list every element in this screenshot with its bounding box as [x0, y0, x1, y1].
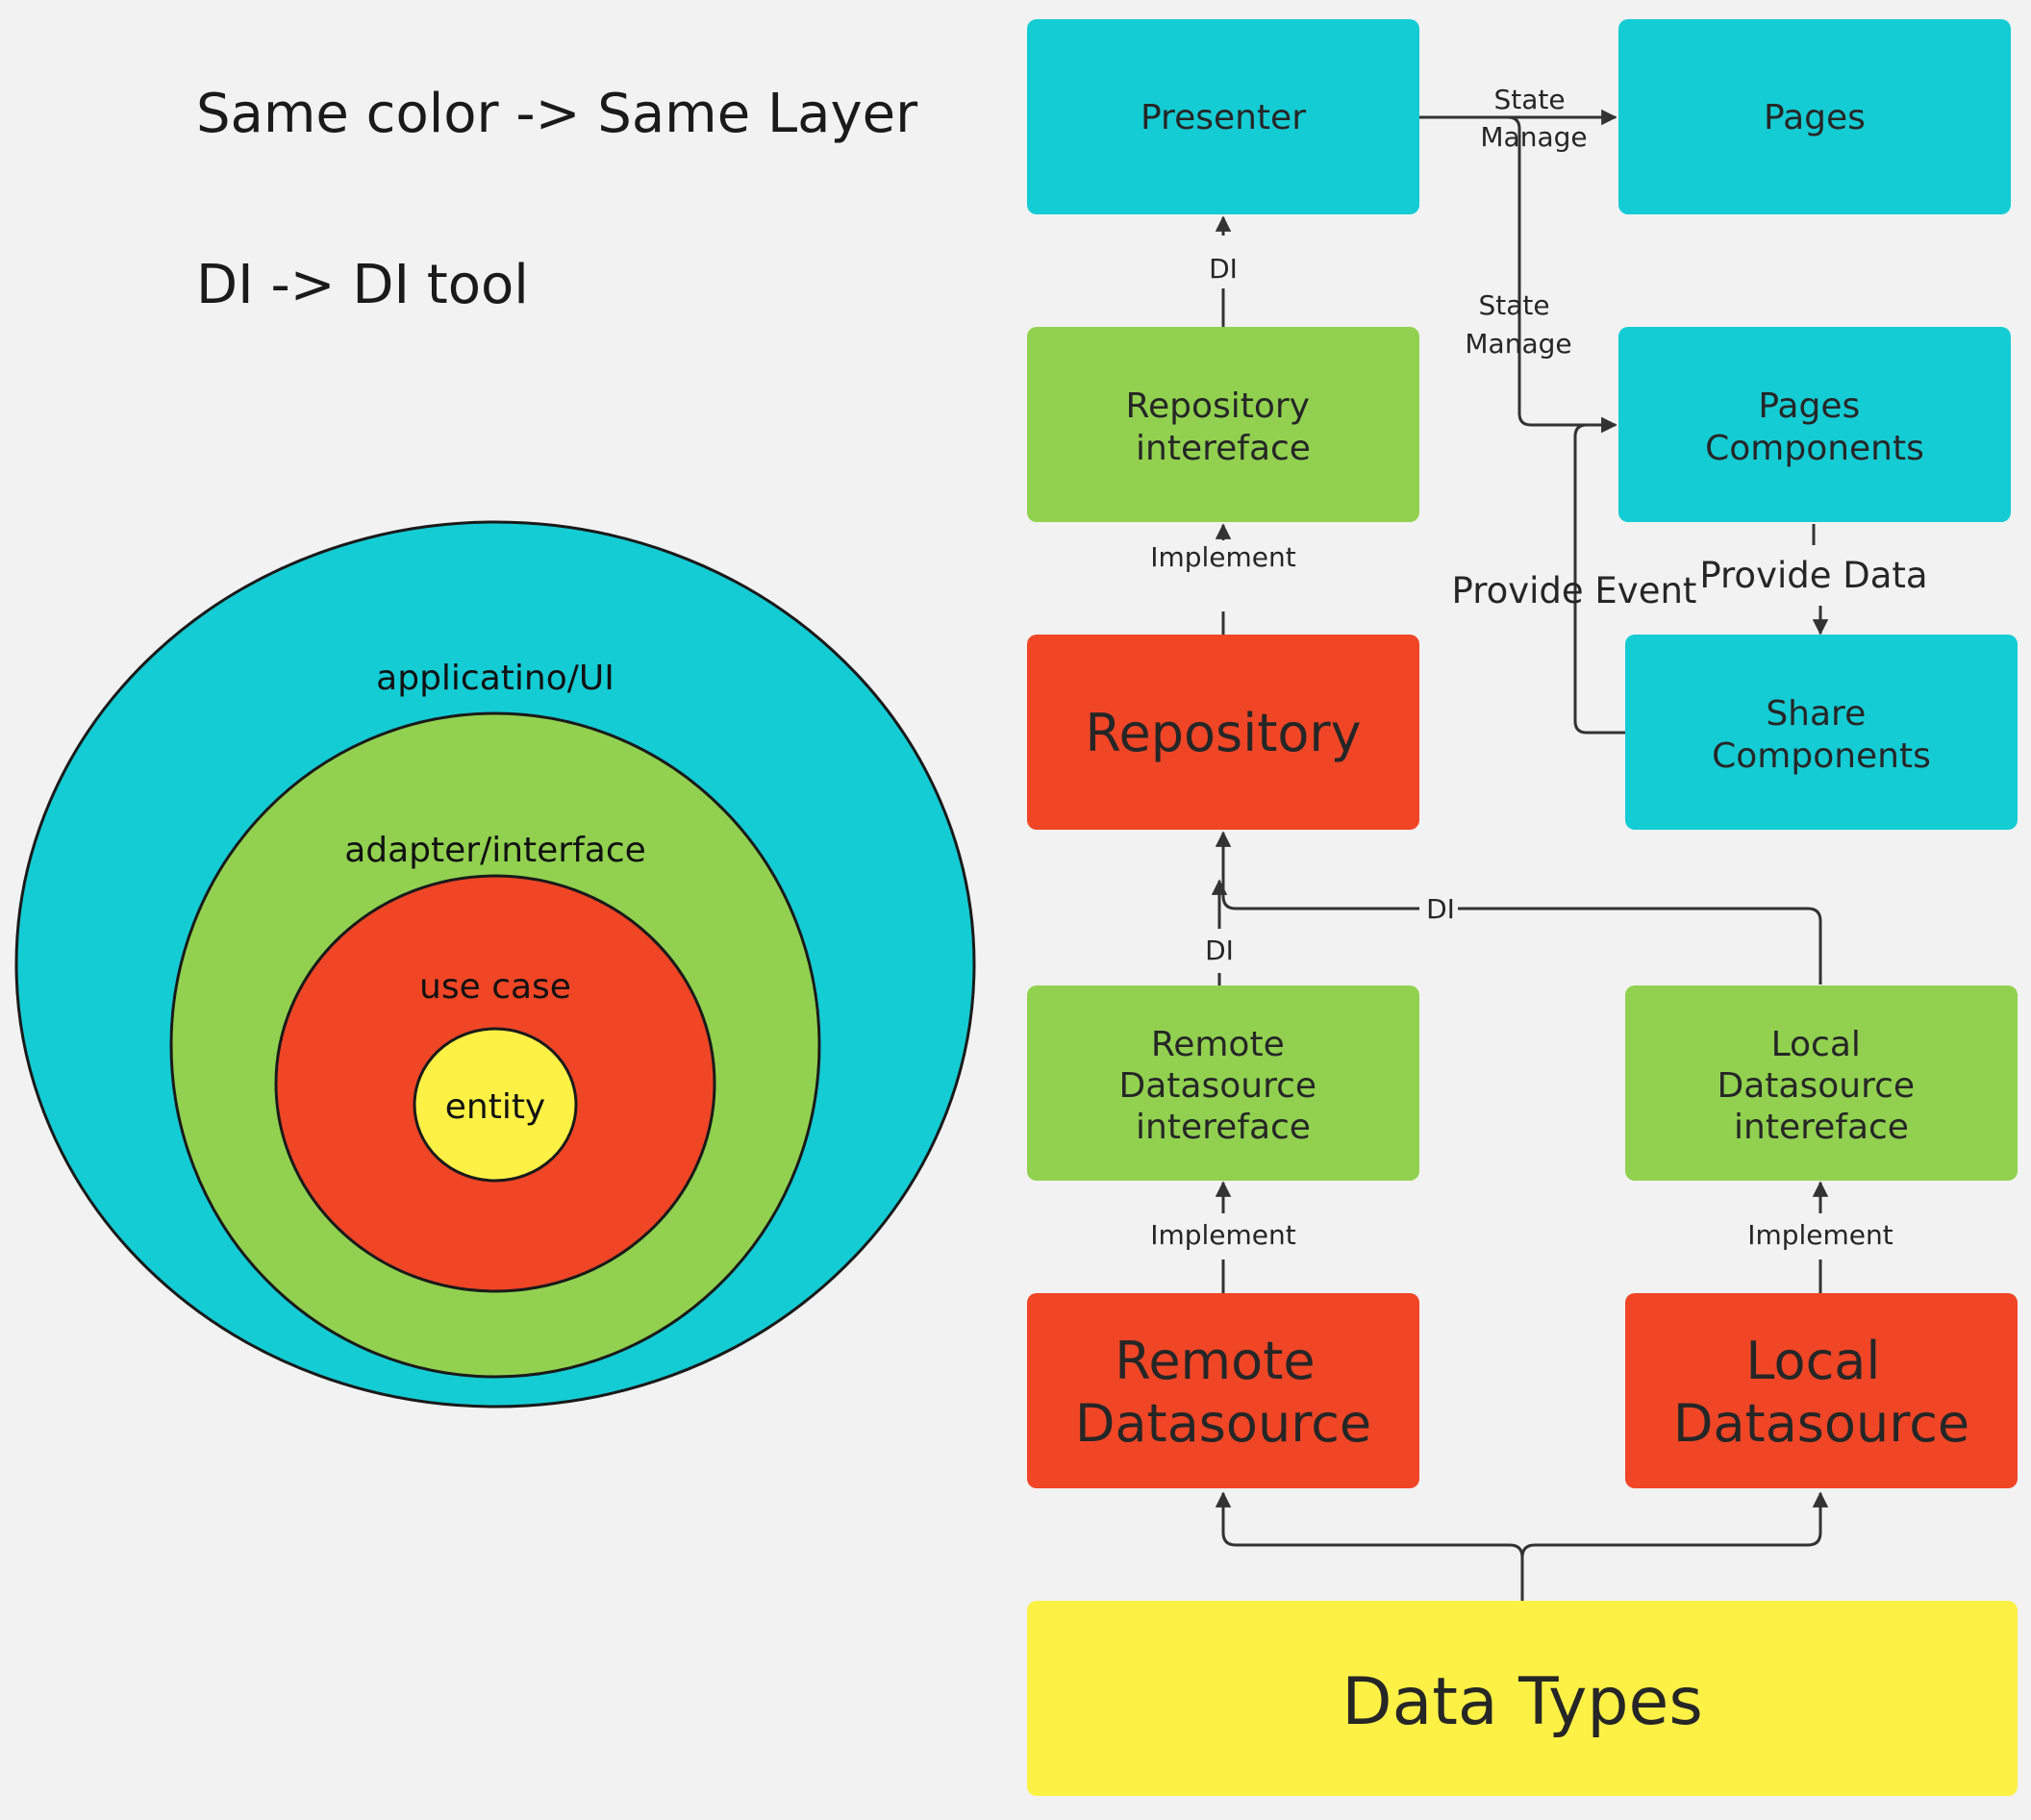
box-data-types-label: Data Types: [1341, 1664, 1703, 1740]
box-presenter-label: Presenter: [1141, 98, 1306, 137]
edge-label-di-local: DI: [1426, 893, 1455, 925]
edge-label-provide-data: Provide Data: [1699, 555, 1927, 596]
box-pages-components-label: Pages Components: [1705, 386, 1924, 468]
legend-di-note: DI -> DI tool: [196, 254, 529, 316]
ring-label-use-case: use case: [419, 967, 571, 1007]
layer-rings: applicatino/UI adapter/interface use cas…: [14, 520, 976, 1409]
box-pages-components[interactable]: Pages Components: [1618, 327, 2011, 522]
box-local-datasource-label: Local Datasource: [1673, 1331, 1969, 1454]
connectors: [1211, 109, 1829, 1601]
box-pages[interactable]: Pages: [1618, 19, 2011, 214]
box-repository-label: Repository: [1085, 703, 1361, 763]
edge-di-local-arrow: [1215, 831, 1419, 910]
box-repository-interface-label: Repository intereface: [1126, 386, 1321, 468]
box-repository-interface[interactable]: Repository intereface: [1027, 327, 1419, 522]
box-share-components[interactable]: Share Components: [1625, 635, 2018, 830]
edge-labels: State Manage State Manage DI Implement P…: [1150, 84, 1927, 1251]
box-share-components-label: Share Components: [1712, 694, 1931, 776]
edge-data-types-remote: [1215, 1491, 1524, 1601]
edge-label-implement-repo: Implement: [1150, 541, 1296, 573]
box-presenter[interactable]: Presenter: [1027, 19, 1419, 214]
box-local-datasource[interactable]: Local Datasource: [1625, 1293, 2018, 1488]
ring-label-application-ui: applicatino/UI: [376, 659, 614, 698]
box-pages-label: Pages: [1764, 98, 1866, 137]
edge-data-types-local: [1520, 1491, 1829, 1558]
box-remote-datasource[interactable]: Remote Datasource: [1027, 1293, 1419, 1488]
ring-entity: [413, 1027, 578, 1183]
edge-label-implement-local: Implement: [1747, 1219, 1893, 1251]
edge-state-manage-components: [1419, 115, 1617, 434]
ring-label-entity: entity: [445, 1087, 546, 1127]
edge-label-di-presenter: DI: [1209, 253, 1238, 285]
box-remote-datasource-label: Remote Datasource: [1075, 1331, 1371, 1454]
edge-label-di-remote: DI: [1205, 935, 1234, 966]
box-local-datasource-interface-label: Local Datasource intereface: [1718, 1025, 1926, 1147]
edge-provide-event: [1573, 416, 1625, 735]
box-local-datasource-interface[interactable]: Local Datasource intereface: [1625, 985, 2018, 1181]
box-data-types[interactable]: Data Types: [1027, 1601, 2018, 1796]
edge-label-implement-remote: Implement: [1150, 1219, 1296, 1251]
legend-same-color-note: Same color -> Same Layer: [196, 83, 918, 145]
box-remote-datasource-interface[interactable]: Remote Datasource intereface: [1027, 985, 1419, 1181]
ring-label-adapter-interface: adapter/interface: [344, 831, 646, 870]
edge-label-provide-event: Provide Event: [1452, 570, 1697, 611]
edge-label-state-manage-components: State Manage: [1465, 289, 1571, 360]
edge-label-state-manage-pages: State Manage: [1480, 84, 1587, 153]
edge-di-local: [1458, 907, 1822, 985]
box-remote-datasource-interface-label: Remote Datasource intereface: [1119, 1025, 1328, 1147]
box-repository[interactable]: Repository: [1027, 635, 1419, 830]
